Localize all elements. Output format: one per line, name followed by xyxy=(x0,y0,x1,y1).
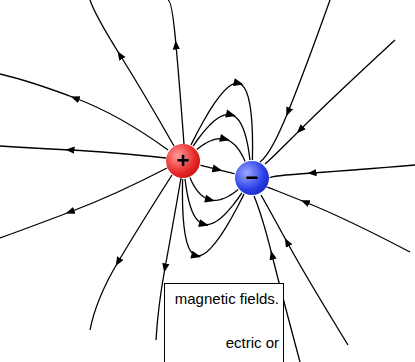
field-line xyxy=(0,168,167,238)
field-line xyxy=(260,0,330,162)
charge-circle: − xyxy=(235,161,269,195)
charge-sign: − xyxy=(246,167,259,189)
field-line xyxy=(191,83,253,160)
arrow-head xyxy=(233,78,244,86)
field-line xyxy=(168,0,184,144)
field-line xyxy=(200,165,234,173)
field-line xyxy=(197,139,245,162)
field-line xyxy=(265,40,395,164)
field-line xyxy=(267,187,410,252)
arrow-head xyxy=(212,164,223,172)
charge-sign: + xyxy=(177,150,190,172)
field-line xyxy=(182,179,244,256)
field-line xyxy=(185,179,242,225)
field-line xyxy=(90,175,172,330)
field-line xyxy=(270,165,415,178)
note-text: ectric or xyxy=(169,334,279,352)
arrow-head xyxy=(204,195,215,203)
arrow-head xyxy=(198,219,209,227)
text-box: magnetic fields. ectric or xyxy=(164,283,284,362)
charge-circle: + xyxy=(166,144,200,178)
field-line xyxy=(0,74,168,150)
arrow-head xyxy=(219,134,230,142)
field-line xyxy=(193,114,250,160)
arrow-head xyxy=(190,251,201,259)
field-line xyxy=(0,146,166,158)
note-text: magnetic fields. xyxy=(169,290,279,308)
field-line xyxy=(90,0,174,146)
field-line xyxy=(190,178,238,201)
arrow-head xyxy=(225,110,236,118)
